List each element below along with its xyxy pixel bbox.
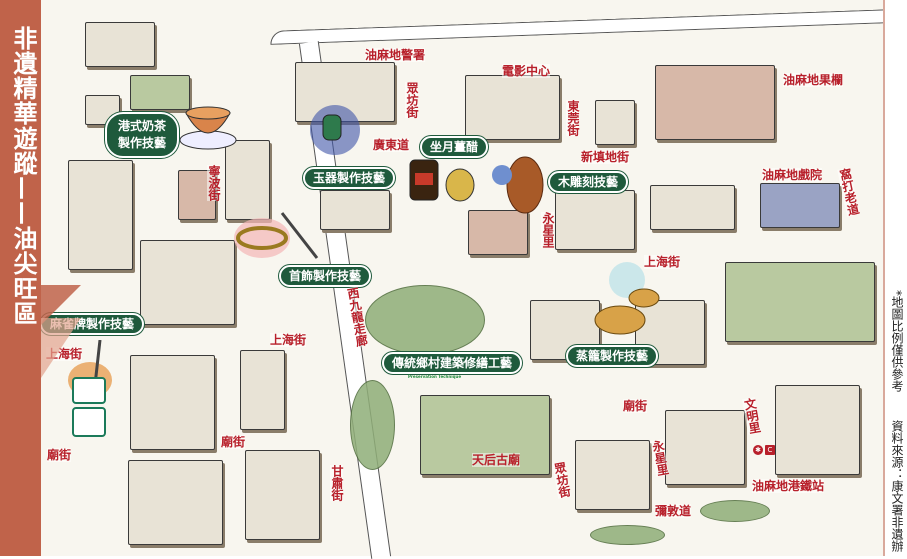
building xyxy=(240,350,285,430)
decorative-stripe xyxy=(41,318,81,378)
street-temple-1: 廟街 xyxy=(221,435,246,449)
building xyxy=(225,140,270,220)
sidebar-band xyxy=(0,0,41,556)
street-reclamation: 新填地街 xyxy=(581,150,630,164)
footnote-strip: *地圖比例僅供參考 資料來源：康文署非遺辦 xyxy=(883,0,907,556)
park xyxy=(725,262,875,342)
street-public-square-2: 眾坊街 xyxy=(551,460,573,499)
street-temple-2: 廟街 xyxy=(47,448,72,462)
street-kansu: 甘肅街 xyxy=(330,465,344,501)
building xyxy=(128,460,223,545)
building xyxy=(320,190,390,230)
scale-note: *地圖比例僅供參考 xyxy=(890,290,904,392)
ginger-vinegar-jar-icon xyxy=(409,159,475,202)
label-wood-carving[interactable]: 木雕刻技藝 xyxy=(548,171,629,193)
fruit-market-building xyxy=(655,65,775,140)
landmark-fruit-market: 油麻地果欄 xyxy=(783,73,844,87)
street-wing-sing-1: 永星里 xyxy=(541,212,555,248)
street-temple-3: 廟街 xyxy=(623,399,648,413)
label-ginger-vinegar[interactable]: 坐月薑醋 xyxy=(420,136,489,158)
source-note: 資料來源：康文署非遺辦 xyxy=(890,420,904,552)
street-public-square-1: 眾坊街 xyxy=(405,82,419,118)
bangle-jewelry-icon xyxy=(234,212,319,259)
building xyxy=(575,440,650,510)
tree-cluster xyxy=(365,285,485,355)
film-centre-building xyxy=(465,75,560,140)
landmark-mtr-station: 油麻地港鐵站 xyxy=(752,479,825,493)
landmark-film-centre: 電影中心 xyxy=(502,64,551,78)
building xyxy=(775,385,860,475)
building xyxy=(140,240,235,325)
label-village-architecture[interactable]: 傳統鄉村建築修繕工藝 xyxy=(382,352,523,374)
label-village-architecture-en: Preservation Technique xyxy=(408,374,462,379)
street-ning-po: 寧波街 xyxy=(207,165,221,201)
street-nathan-rd: 彌敦道 xyxy=(655,504,692,518)
building xyxy=(468,210,528,255)
building xyxy=(555,190,635,250)
west-kowloon-corridor-road xyxy=(269,9,891,45)
tree-cluster xyxy=(350,380,395,470)
jade-carving-icon xyxy=(310,105,360,155)
milk-tea-cup-icon xyxy=(179,106,237,150)
building xyxy=(130,355,215,450)
landmark-theatre: 油麻地戲院 xyxy=(762,168,823,182)
mtr-logo-icon: ✱C xyxy=(753,445,775,455)
landmark-tin-hau-temple: 天后古廟 xyxy=(472,453,521,467)
label-bamboo-steamer[interactable]: 蒸籠製作技藝 xyxy=(566,345,659,367)
building xyxy=(245,450,320,540)
label-jade[interactable]: 玉器製作技藝 xyxy=(303,167,396,189)
building xyxy=(665,410,745,485)
building xyxy=(595,100,635,145)
wood-carving-figure-icon xyxy=(492,156,544,214)
sidebar-title: 非遺精華遊蹤——油尖旺區 xyxy=(9,26,37,326)
building xyxy=(85,95,120,125)
building xyxy=(68,160,133,270)
street-shanghai-1: 上海街 xyxy=(644,255,681,269)
bamboo-steamer-icon xyxy=(594,262,660,335)
landmark-police-station: 油麻地警署 xyxy=(365,48,426,62)
street-tung-kun: 東莞街 xyxy=(566,100,580,136)
tree-cluster xyxy=(700,500,770,522)
tree-cluster xyxy=(590,525,665,545)
building xyxy=(650,185,735,230)
street-canton-rd: 廣東道 xyxy=(373,138,410,152)
street-waterloo-rd: 窩打老道 xyxy=(837,166,861,217)
theatre-building xyxy=(760,183,840,228)
park xyxy=(130,75,190,110)
street-shanghai-2: 上海街 xyxy=(270,333,307,347)
label-jewelry[interactable]: 首飾製作技藝 xyxy=(279,265,372,287)
label-milk-tea[interactable]: 港式奶茶製作技藝 xyxy=(105,112,179,158)
building xyxy=(85,22,155,67)
sidebar: 非遺精華遊蹤——油尖旺區 xyxy=(0,0,41,556)
